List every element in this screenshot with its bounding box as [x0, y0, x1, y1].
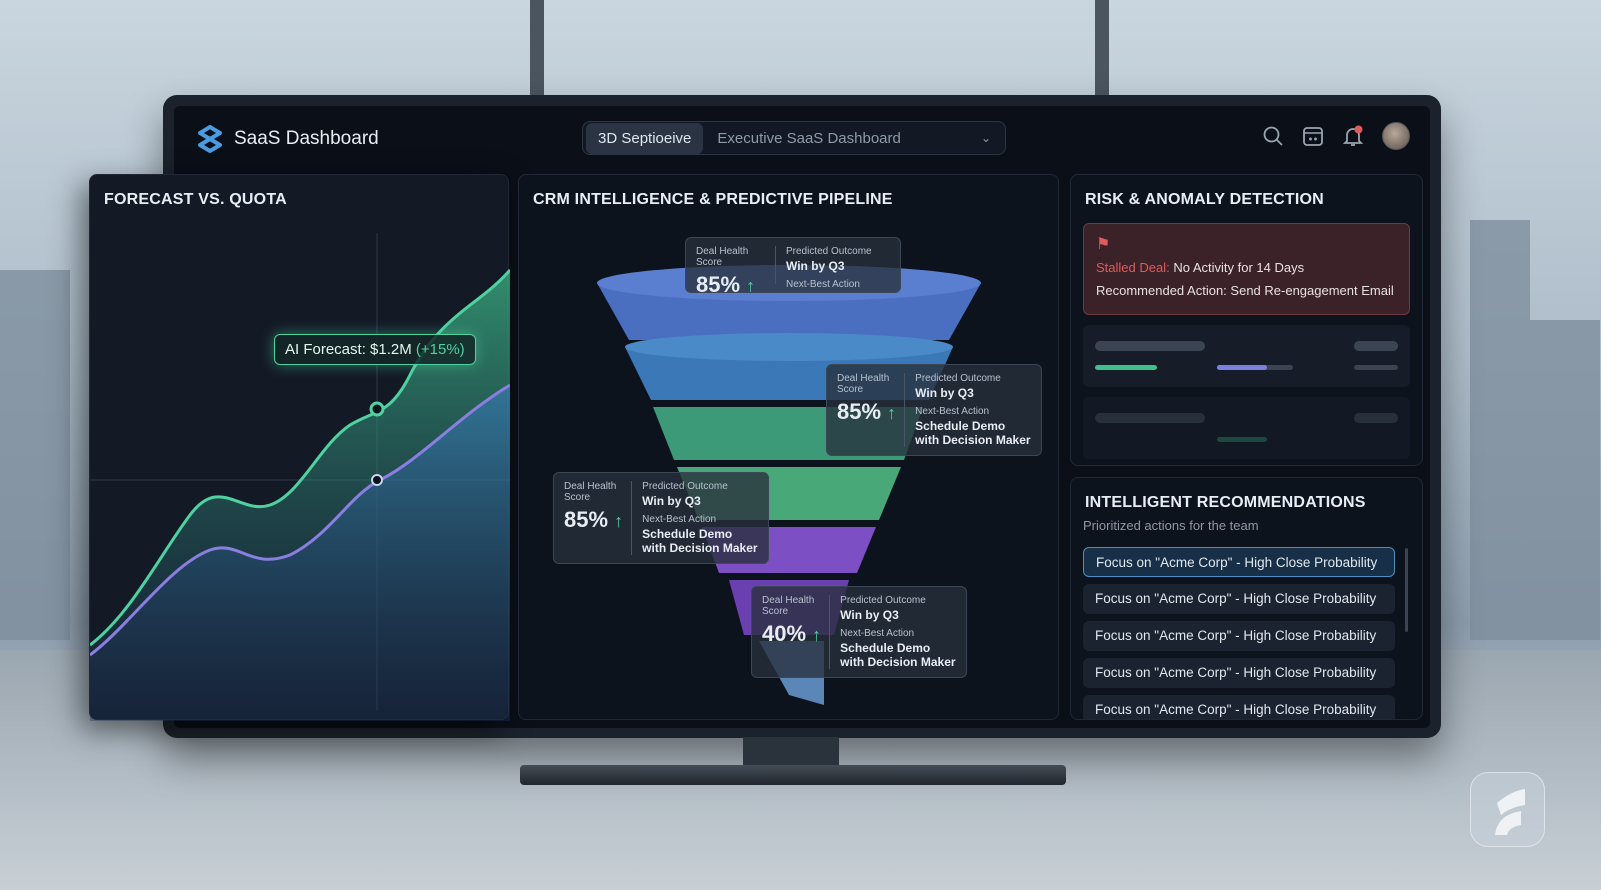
- action-label: Next-Best Action: [840, 628, 915, 639]
- loading-row: [1083, 397, 1410, 459]
- score-label: Deal Health Score: [762, 595, 815, 617]
- forecast-chart: [90, 233, 510, 721]
- dashboard-select-value: Executive SaaS Dashboard: [717, 129, 901, 147]
- score-label: Deal Health Score: [837, 373, 890, 395]
- chevron-down-icon[interactable]: ⌄: [980, 131, 991, 145]
- bell-icon[interactable]: [1342, 125, 1364, 147]
- arrow-up-icon: ↑: [887, 403, 897, 423]
- quota-line: [90, 383, 510, 657]
- building: [0, 270, 70, 640]
- outcome-value: Win by Q3: [915, 386, 974, 400]
- outcome-label: Predicted Outcome: [642, 481, 728, 492]
- avatar[interactable]: [1382, 122, 1410, 150]
- deal-card[interactable]: Deal Health Score 85% ↑ Predicted Outcome…: [553, 472, 769, 564]
- score-value: 85%: [837, 399, 882, 424]
- monitor-stand: [743, 737, 839, 769]
- top-bar: SaaS Dashboard 3D Septioeive Executive S…: [190, 118, 1420, 160]
- recommendation-item[interactable]: Focus on "Acme Corp" - High Close Probab…: [1083, 621, 1395, 651]
- loading-row: [1083, 325, 1410, 387]
- calendar-icon[interactable]: [1302, 125, 1324, 147]
- score-value: 40%: [762, 621, 807, 646]
- outcome-value: Win by Q3: [840, 608, 899, 622]
- recommendation-item[interactable]: Focus on "Acme Corp" - High Close Probab…: [1083, 547, 1395, 577]
- search-icon[interactable]: [1262, 125, 1284, 147]
- score-value: 85%: [696, 272, 741, 293]
- ai-forecast-badge: AI Forecast: $1.2M (+15%): [274, 334, 476, 365]
- score-value: 85%: [564, 507, 609, 532]
- risk-panel: RISK & ANOMALY DETECTION ⚑ Stalled Deal:…: [1070, 174, 1423, 466]
- forecast-value: AI Forecast: $1.2M: [285, 341, 412, 358]
- action-text: Send Re-engagement Email: [1230, 283, 1394, 298]
- flag-icon: ⚑: [1096, 236, 1111, 253]
- deal-card[interactable]: Deal Health Score 40% ↑ Predicted Outcome…: [751, 586, 967, 678]
- action-value: Schedule Demo with Decision Maker: [915, 419, 1031, 447]
- action-label: Recommended Action:: [1096, 283, 1227, 298]
- arrow-up-icon: ↑: [746, 276, 756, 293]
- forecast-delta: (+15%): [415, 341, 465, 358]
- app-badge-icon: [1470, 772, 1545, 847]
- building: [1470, 220, 1530, 640]
- outcome-label: Predicted Outcome: [915, 373, 1001, 384]
- action-label: Next-Best Action: [915, 406, 990, 417]
- stalled-deal-alert[interactable]: ⚑ Stalled Deal: No Activity for 14 Days …: [1083, 223, 1410, 315]
- funnel-stage-2-top: [625, 333, 953, 361]
- outcome-label: Predicted Outcome: [840, 595, 926, 606]
- deal-card[interactable]: Deal Health Score 85% ↑ Predicted Outcome…: [826, 364, 1042, 456]
- action-value: Schedule Demo with Decision Maker: [840, 641, 956, 669]
- outcome-label: Predicted Outcome: [786, 246, 872, 257]
- window-frame: [530, 0, 544, 110]
- window-frame: [1095, 0, 1109, 110]
- action-value: Schedule Demo with Decision Maker: [642, 527, 758, 555]
- recommendations-title: INTELLIGENT RECOMMENDATIONS: [1085, 494, 1366, 511]
- scrollbar[interactable]: [1405, 548, 1408, 632]
- dashboard-selector[interactable]: 3D Septioeive Executive SaaS Dashboard ⌄: [582, 121, 1006, 155]
- app-logo-icon: [198, 125, 222, 153]
- forecast-point[interactable]: [369, 401, 385, 417]
- score-label: Deal Health Score: [696, 246, 749, 268]
- recommendations-panel: INTELLIGENT RECOMMENDATIONS Prioritized …: [1070, 477, 1423, 720]
- score-label: Deal Health Score: [564, 481, 617, 503]
- outcome-value: Win by Q3: [786, 259, 845, 273]
- recommendations-subtitle: Prioritized actions for the team: [1083, 518, 1259, 533]
- arrow-up-icon: ↑: [812, 625, 822, 645]
- recommendation-item[interactable]: Focus on "Acme Corp" - High Close Probab…: [1083, 658, 1395, 688]
- arrow-up-icon: ↑: [614, 511, 624, 531]
- alert-type: Stalled Deal:: [1096, 260, 1170, 275]
- quota-point[interactable]: [371, 474, 383, 486]
- monitor-base: [520, 765, 1066, 785]
- outcome-value: Win by Q3: [642, 494, 701, 508]
- app-title: SaaS Dashboard: [234, 128, 379, 149]
- recommendation-item[interactable]: Focus on "Acme Corp" - High Close Probab…: [1083, 695, 1395, 719]
- crm-title: CRM INTELLIGENCE & PREDICTIVE PIPELINE: [533, 191, 893, 208]
- forecast-panel: FORECAST VS. QUOTA AI Forecast: $1.2M (+…: [89, 174, 510, 721]
- quota-area: [90, 385, 510, 721]
- action-label: Next-Best Action: [786, 279, 860, 290]
- view-pill[interactable]: 3D Septioeive: [586, 122, 704, 154]
- building: [1530, 320, 1600, 640]
- risk-title: RISK & ANOMALY DETECTION: [1085, 191, 1324, 208]
- crm-panel: CRM INTELLIGENCE & PREDICTIVE PIPELINE D…: [518, 174, 1059, 720]
- recommendation-item[interactable]: Focus on "Acme Corp" - High Close Probab…: [1083, 584, 1395, 614]
- deal-card[interactable]: Deal Health Score 85% ↑ Predicted Outcome…: [685, 237, 901, 293]
- alert-text: No Activity for 14 Days: [1173, 260, 1305, 275]
- action-label: Next-Best Action: [642, 514, 717, 525]
- forecast-title: FORECAST VS. QUOTA: [104, 191, 287, 208]
